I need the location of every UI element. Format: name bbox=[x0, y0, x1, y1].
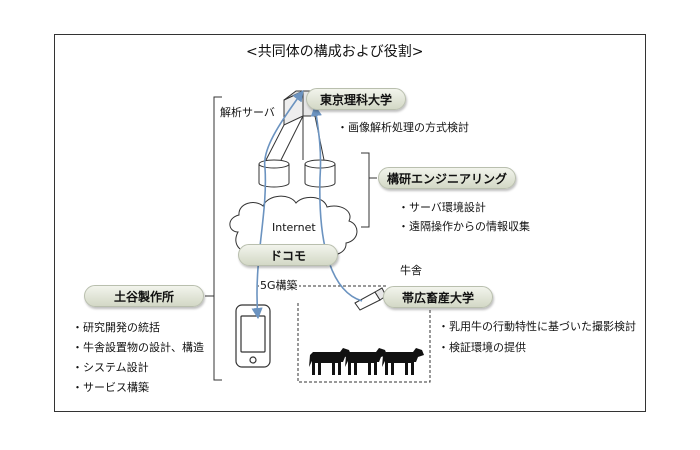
role-tus-1: ・画像解析処理の方式検討 bbox=[337, 121, 469, 134]
role-tsuchiya-2: ・牛舎設置物の設計、構造 bbox=[72, 341, 204, 354]
barn-label: 牛舎 bbox=[400, 264, 422, 277]
role-kozo-2: ・遠隔操作からの情報収集 bbox=[398, 220, 530, 233]
internet-label: Internet bbox=[272, 221, 316, 234]
node-tus: 東京理科大学 bbox=[306, 88, 406, 110]
cow-icon bbox=[345, 348, 387, 375]
kozo-bracket bbox=[361, 152, 377, 228]
arrow-server-to-phone bbox=[251, 90, 304, 320]
arrow-camera-to-server bbox=[310, 104, 363, 302]
database-icon bbox=[258, 159, 290, 188]
role-tsuchiya-1: ・研究開発の統括 bbox=[72, 321, 160, 334]
cow-icon bbox=[309, 348, 351, 375]
role-obihiro-1: ・乳用牛の行動特性に基づいた撮影検討 bbox=[438, 320, 636, 333]
smartphone-icon bbox=[235, 304, 271, 368]
server-label: 解析サーバ bbox=[220, 106, 275, 119]
role-tsuchiya-4: ・サービス構築 bbox=[72, 381, 149, 394]
cow-icon bbox=[382, 348, 424, 375]
node-docomo: ドコモ bbox=[238, 244, 338, 266]
role-tsuchiya-3: ・システム設計 bbox=[72, 361, 149, 374]
diagram-frame bbox=[54, 34, 646, 412]
camera-icon bbox=[354, 287, 387, 311]
fiveg-label: 5G構築 bbox=[259, 279, 299, 293]
node-kozo: 構研エンジニアリング bbox=[378, 167, 516, 189]
page-title: <共同体の構成および役割> bbox=[246, 44, 424, 60]
node-tsuchiya: 土谷製作所 bbox=[84, 285, 204, 307]
barn-dashed-area bbox=[297, 300, 431, 383]
role-kozo-1: ・サーバ環境設計 bbox=[398, 201, 486, 214]
node-obihiro: 帯広畜産大学 bbox=[383, 286, 493, 308]
server-split-lines bbox=[265, 115, 325, 161]
role-obihiro-2: ・検証環境の提供 bbox=[438, 341, 526, 354]
tsuchiya-bracket bbox=[205, 96, 222, 381]
